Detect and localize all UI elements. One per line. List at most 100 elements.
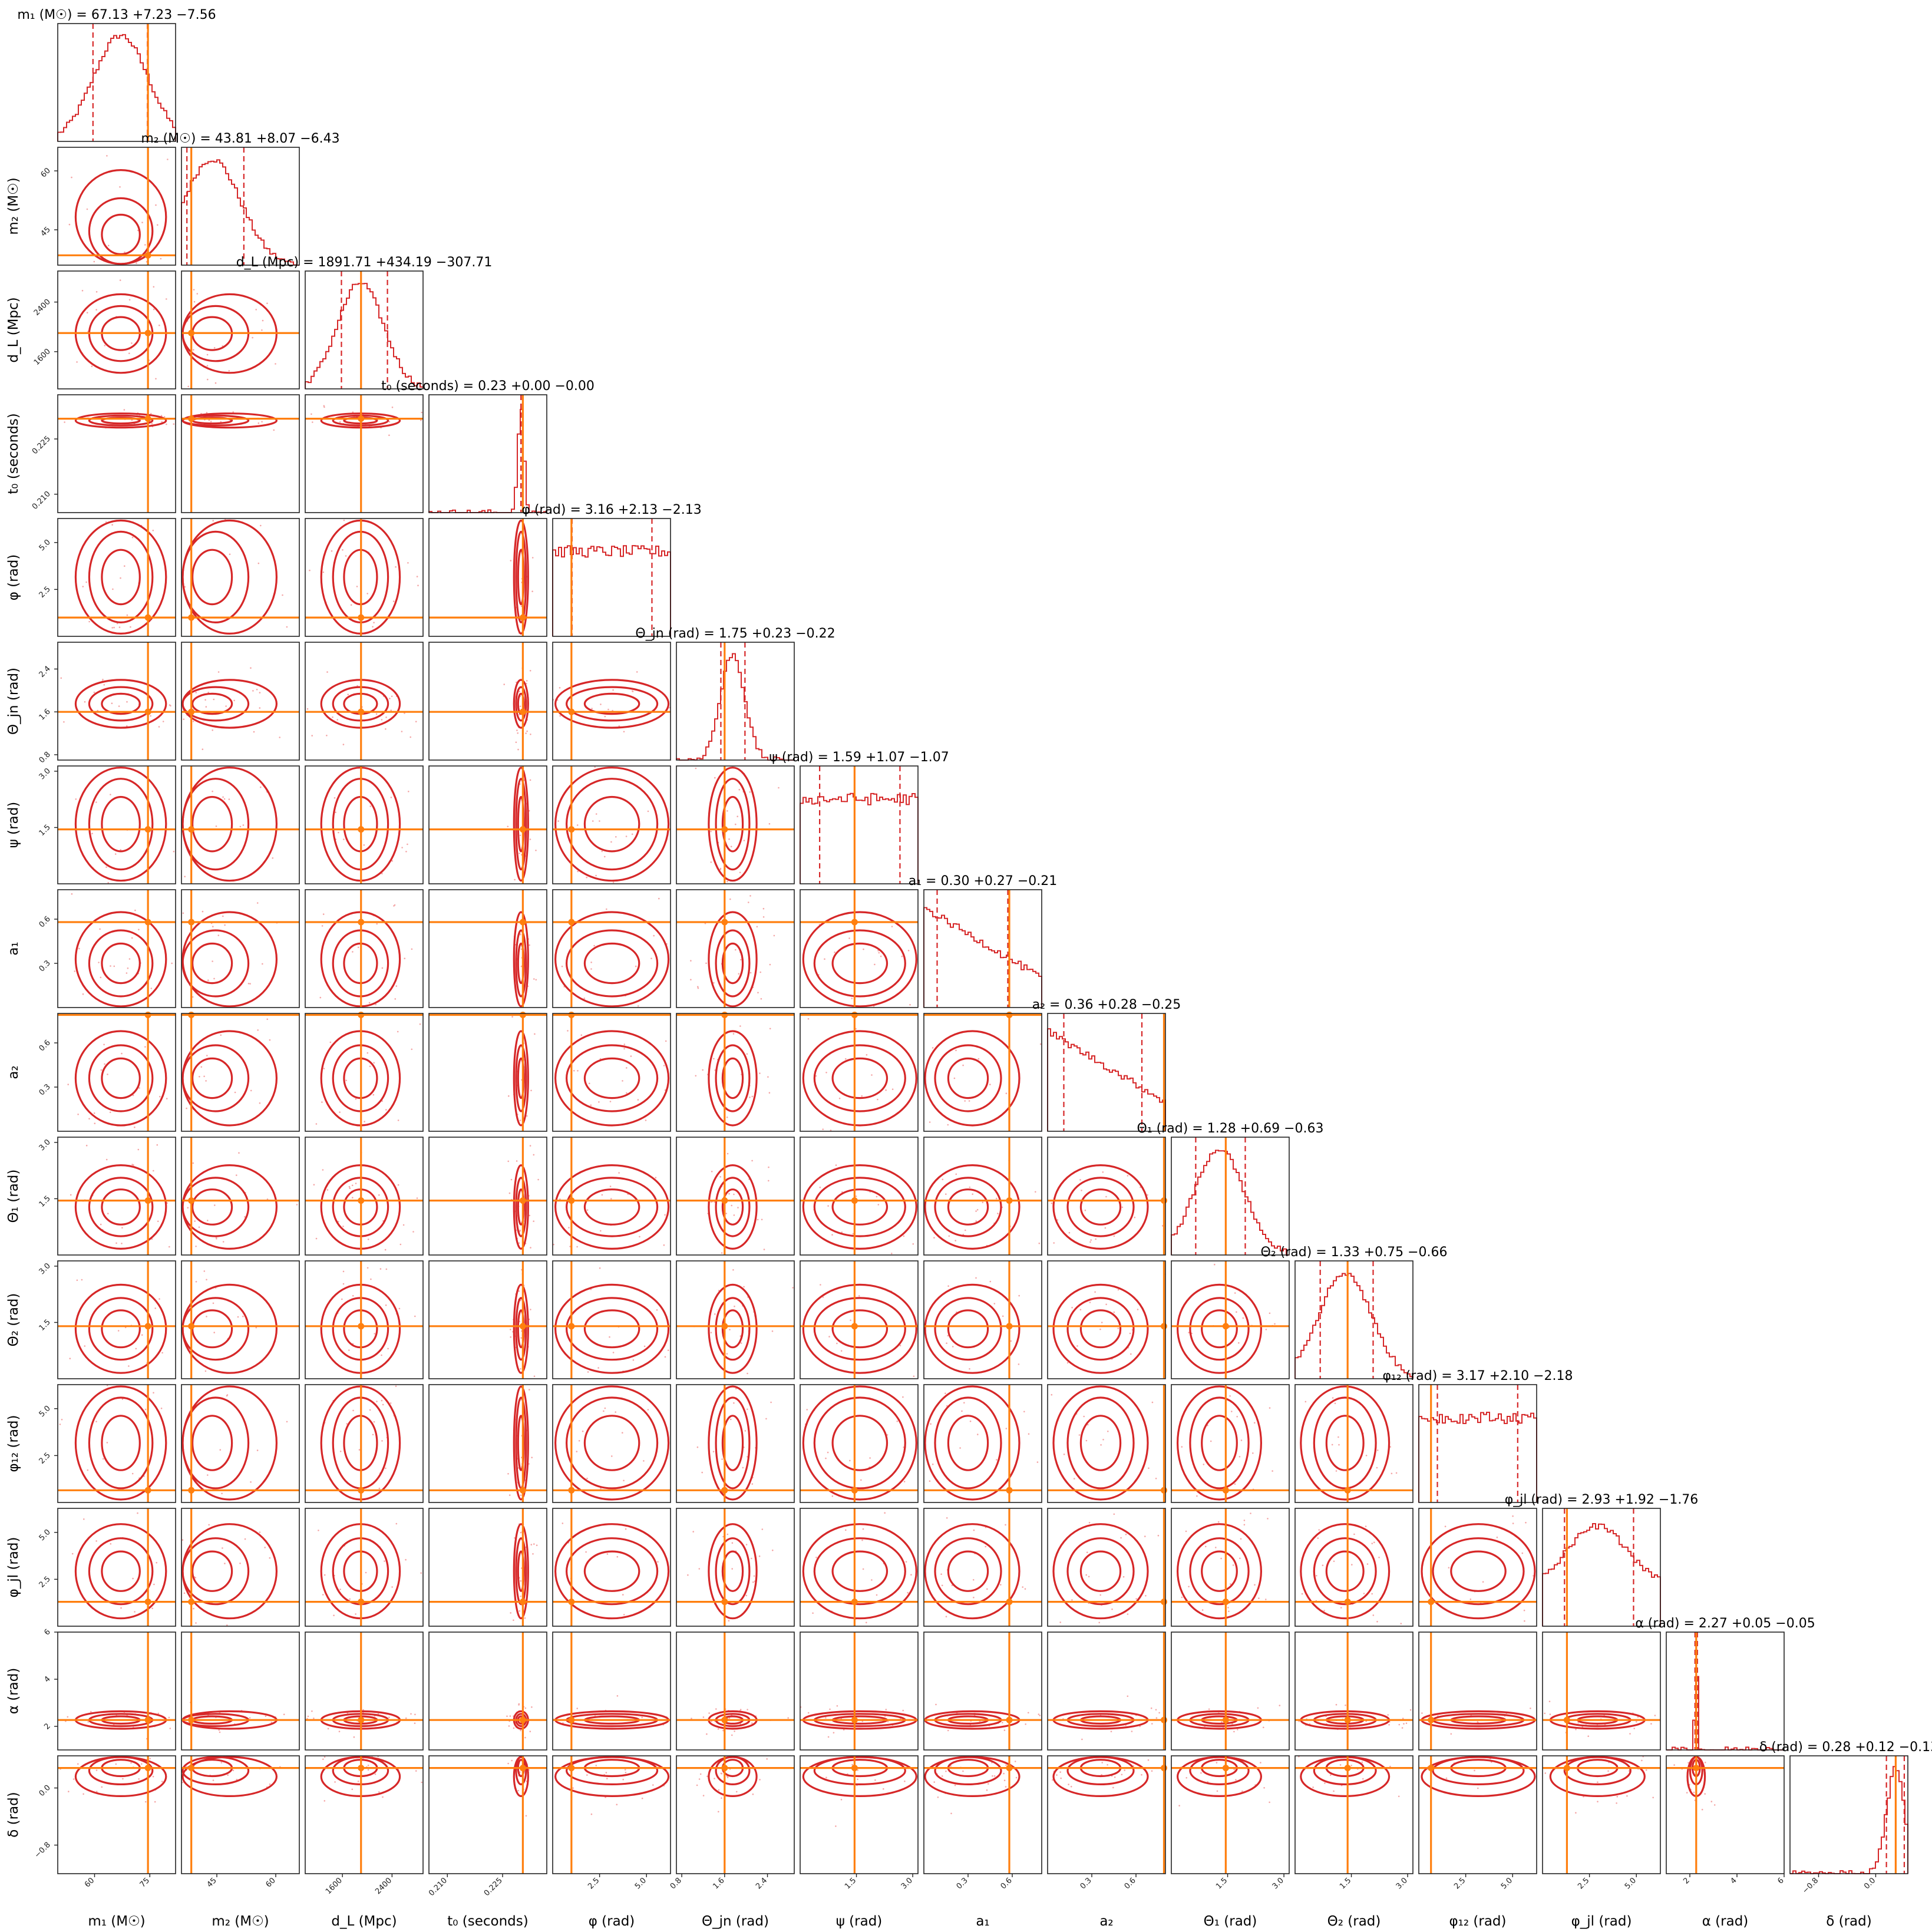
contour-level-2 — [101, 1188, 141, 1226]
truth-point — [1222, 1599, 1229, 1606]
contour-level-1 — [565, 1177, 659, 1237]
sample-point — [1147, 1759, 1150, 1761]
sample-point — [996, 1197, 998, 1200]
panel-theta1-a1 — [923, 1137, 1042, 1256]
sample-point — [883, 1788, 884, 1790]
sample-point — [81, 290, 84, 292]
sample-point — [622, 1432, 623, 1434]
sample-point — [1196, 1495, 1198, 1497]
sample-point — [557, 820, 559, 822]
sample-point — [110, 965, 111, 967]
sample-point — [182, 912, 184, 914]
histogram-phi12 — [1418, 1412, 1537, 1502]
sample-point — [1098, 1621, 1100, 1624]
sample-point — [110, 1543, 112, 1545]
x-tick-label-phijl: 5.0 — [1623, 1876, 1638, 1891]
x-axis-label-theta1: Θ₁ (rad) — [1204, 1914, 1257, 1929]
sample-point — [969, 1368, 970, 1370]
panel-frame — [1047, 1632, 1166, 1751]
sample-point — [745, 1594, 748, 1597]
truth-point — [851, 1012, 858, 1018]
sample-point — [986, 1789, 988, 1791]
sample-point — [100, 1223, 102, 1226]
sample-point — [282, 594, 283, 596]
y-axis-label-theta2: Θ₂ (rad) — [6, 1293, 21, 1347]
x-axis-label-t0: t₀ (seconds) — [447, 1914, 529, 1929]
sample-point — [647, 810, 649, 813]
sample-point — [733, 1214, 735, 1216]
sample-point — [507, 1160, 509, 1162]
sample-point — [519, 705, 521, 708]
panel-frame — [305, 1384, 424, 1503]
sample-point — [388, 434, 390, 436]
truth-point — [568, 1012, 575, 1018]
contour-level-2 — [101, 692, 141, 715]
sample-point — [852, 1233, 854, 1235]
sample-point — [152, 530, 154, 531]
sample-point — [207, 1220, 209, 1221]
sample-point — [338, 831, 339, 834]
sample-point — [626, 1092, 628, 1094]
panel-alpha-t0 — [428, 1632, 547, 1751]
sample-point — [726, 1533, 729, 1535]
panel-phi12-m2 — [181, 1384, 300, 1503]
sample-point — [327, 1728, 329, 1730]
sample-point — [1331, 1444, 1333, 1446]
contour-level-1 — [88, 197, 154, 265]
sample-point — [225, 705, 227, 707]
panel-frame — [57, 1013, 176, 1132]
panel-frame — [305, 1755, 424, 1874]
sample-point — [390, 797, 392, 798]
sample-point — [61, 1419, 63, 1421]
sample-point — [520, 1337, 522, 1339]
truth-point — [721, 1765, 728, 1772]
contour-level-1 — [565, 686, 659, 722]
panel-frame — [305, 394, 424, 513]
sample-point — [120, 849, 121, 851]
truth-point — [358, 1197, 365, 1204]
sample-point — [395, 566, 397, 568]
sample-point — [834, 951, 835, 953]
x-axis-label-theta2: Θ₂ (rad) — [1327, 1914, 1381, 1929]
sample-point — [635, 965, 637, 967]
sample-point — [339, 421, 341, 423]
sample-point — [708, 1712, 710, 1714]
panel-thetajn-m2 — [181, 642, 300, 761]
sample-point — [1134, 1216, 1136, 1218]
sample-point — [573, 1069, 575, 1072]
contour-level-0 — [74, 1030, 167, 1127]
sample-point — [334, 1781, 336, 1783]
panel-frame — [57, 394, 176, 513]
sample-point — [690, 979, 692, 980]
contour-level-2 — [721, 1188, 744, 1226]
sample-point — [1003, 1772, 1005, 1775]
truth-point — [851, 1323, 858, 1330]
sample-point — [531, 557, 534, 559]
panel-frame — [800, 1632, 919, 1751]
contour-level-2 — [1079, 1550, 1122, 1592]
sample-point — [1636, 1720, 1637, 1723]
sample-point — [255, 309, 257, 311]
sample-point — [1530, 1708, 1531, 1709]
sample-point — [835, 1164, 837, 1166]
sample-point — [102, 1458, 104, 1460]
panel-frame — [181, 889, 300, 1008]
contour-level-0 — [802, 1523, 917, 1620]
contour-level-2 — [947, 1057, 989, 1099]
sample-point — [113, 626, 115, 629]
sample-point — [266, 1018, 268, 1021]
panel-frame — [305, 765, 424, 884]
sample-point — [830, 1130, 832, 1131]
truth-point — [188, 919, 195, 926]
sample-point — [600, 704, 602, 705]
sample-point — [861, 1095, 863, 1097]
contour-level-2 — [1450, 1550, 1507, 1592]
sample-point — [945, 1193, 947, 1195]
contour-level-1 — [88, 686, 154, 722]
sample-point — [126, 614, 128, 616]
panel-frame — [305, 642, 424, 761]
sample-point — [1112, 1786, 1114, 1789]
truth-point — [358, 826, 365, 833]
sample-point — [1405, 1722, 1408, 1724]
